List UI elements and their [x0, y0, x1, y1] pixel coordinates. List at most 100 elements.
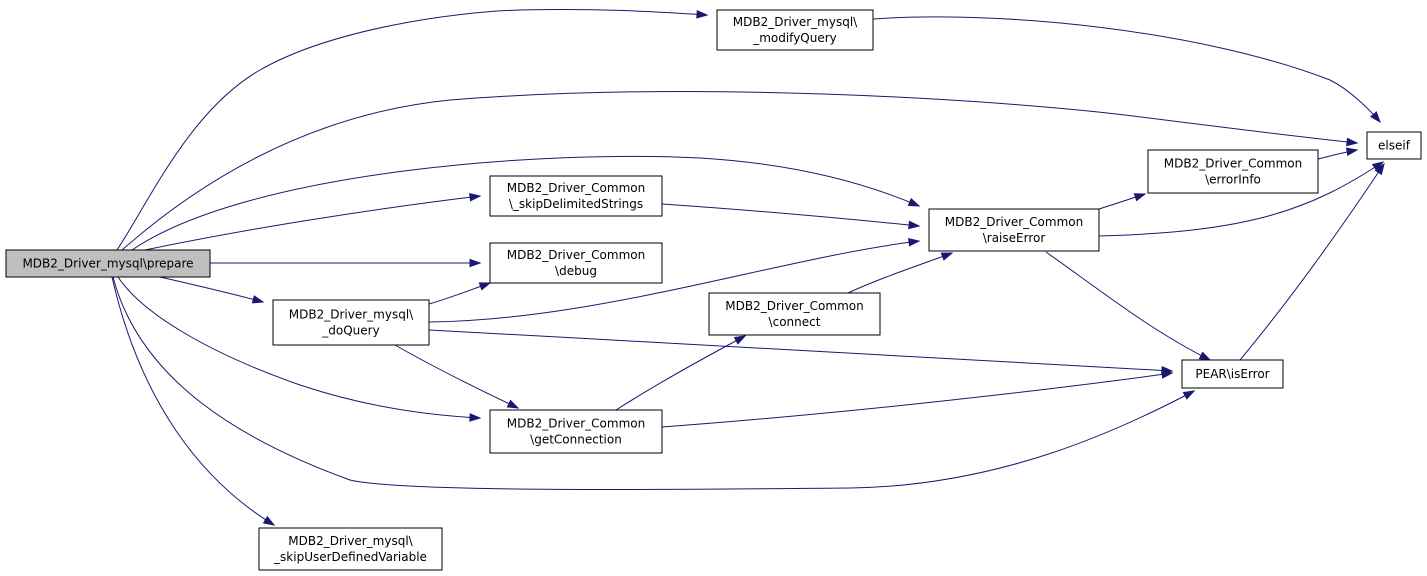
edge-modifyQuery-to-elseif — [872, 16, 1381, 124]
node-box[interactable] — [716, 9, 874, 51]
edge-prepare-to-raiseError — [131, 155, 921, 251]
node-label: PEAR\isError — [1195, 367, 1269, 381]
edge-line — [661, 203, 920, 227]
edge-arrowhead — [908, 220, 921, 230]
node-label: _doQuery — [321, 324, 379, 338]
edge-arrowhead — [1369, 111, 1381, 124]
edge-line — [615, 335, 746, 411]
node-label: MDB2_Driver_Common — [725, 299, 863, 313]
edge-prepare-to-skipDelimitedStrings — [144, 192, 482, 251]
node-doQuery[interactable]: MDB2_Driver_mysql\ _doQuery — [272, 299, 430, 346]
node-errorInfo[interactable]: MDB2_Driver_Common \errorInfo — [1147, 149, 1319, 194]
nodes: MDB2_Driver_mysql\prepareMDB2_Driver_mys… — [5, 9, 1422, 571]
edge-prepare-to-doQuery — [159, 276, 265, 304]
edge-doQuery-to-getConnection — [394, 344, 520, 409]
edge-line — [121, 91, 1358, 251]
edge-prepare-to-debug — [210, 258, 482, 268]
edge-arrowhead — [1133, 193, 1147, 202]
edge-arrowhead — [469, 413, 482, 422]
node-label: \_skipDelimitedStrings — [509, 197, 643, 211]
edge-line — [661, 372, 1173, 428]
node-label: \errorInfo — [1205, 173, 1261, 187]
edges — [111, 8, 1385, 526]
edge-line — [111, 276, 275, 526]
edge-line — [112, 276, 1195, 491]
node-elseif[interactable]: elseif — [1366, 131, 1422, 160]
node-label: MDB2_Driver_mysql\ — [733, 15, 858, 29]
edge-prepare-to-skipUserDefinedVariable — [111, 276, 276, 526]
edge-isError-to-elseif — [1239, 162, 1385, 361]
edge-arrowhead — [262, 515, 276, 526]
node-prepare[interactable]: MDB2_Driver_mysql\prepare — [5, 249, 211, 278]
node-raiseError[interactable]: MDB2_Driver_Common \raiseError — [928, 208, 1100, 252]
edge-connect-to-raiseError — [847, 252, 954, 294]
edge-line — [428, 329, 1173, 372]
edge-line — [1239, 163, 1385, 361]
node-box[interactable] — [1147, 149, 1319, 194]
node-skipDelimitedStrings[interactable]: MDB2_Driver_Common \_skipDelimitedStrings — [489, 175, 663, 217]
edge-arrowhead — [469, 192, 482, 202]
node-label: elseif — [1378, 139, 1411, 153]
edge-skipDelimitedStrings-to-raiseError — [661, 203, 921, 230]
edge-raiseError-to-elseif — [1098, 161, 1385, 237]
node-skipUserDefinedVariable[interactable]: MDB2_Driver_mysql\ _skipUserDefinedVariab… — [258, 527, 443, 571]
node-box[interactable] — [708, 292, 881, 336]
edge-arrowhead — [696, 10, 709, 19]
node-label: MDB2_Driver_Common — [945, 215, 1083, 229]
edge-getConnection-to-connect — [615, 335, 747, 411]
edge-doQuery-to-debug — [428, 282, 492, 305]
node-label: MDB2_Driver_Common — [507, 248, 645, 262]
edge-line — [1045, 251, 1211, 361]
edge-prepare-to-elseif — [121, 91, 1359, 251]
node-box[interactable] — [272, 299, 430, 346]
node-label: MDB2_Driver_mysql\ — [288, 534, 413, 548]
edge-arrowhead — [1345, 147, 1359, 156]
edge-arrowhead — [733, 335, 747, 345]
node-box[interactable] — [1366, 131, 1422, 160]
node-label: \raiseError — [983, 231, 1046, 245]
node-label: \debug — [555, 264, 597, 278]
node-box[interactable] — [489, 409, 663, 454]
edge-arrowhead — [478, 282, 492, 291]
node-modifyQuery[interactable]: MDB2_Driver_mysql\_modifyQuery — [716, 9, 874, 51]
node-label: MDB2_Driver_Common — [507, 417, 645, 431]
node-label: _skipUserDefinedVariable — [273, 550, 427, 564]
node-label: MDB2_Driver_Common — [507, 181, 645, 195]
edge-line — [872, 16, 1381, 123]
node-box[interactable] — [928, 208, 1100, 252]
edge-line — [117, 276, 481, 419]
edge-prepare-to-modifyQuery — [116, 8, 709, 251]
node-connect[interactable]: MDB2_Driver_Common\connect — [708, 292, 881, 336]
edge-line — [144, 195, 481, 251]
node-getConnection[interactable]: MDB2_Driver_Common \getConnection — [489, 409, 663, 454]
edge-getConnection-to-isError — [661, 370, 1174, 428]
node-label: \getConnection — [530, 433, 622, 447]
edge-arrowhead — [251, 295, 265, 304]
edge-raiseError-to-isError — [1045, 251, 1212, 361]
node-label: MDB2_Driver_mysql\ — [289, 308, 414, 322]
edge-arrowhead — [469, 258, 482, 268]
edge-arrowhead — [506, 399, 520, 409]
node-box[interactable] — [258, 527, 443, 571]
node-box[interactable] — [1181, 359, 1284, 389]
edge-line — [159, 276, 264, 303]
edge-raiseError-to-errorInfo — [1098, 193, 1147, 210]
node-debug[interactable]: MDB2_Driver_Common \debug — [489, 242, 663, 284]
edge-prepare-to-isError — [112, 276, 1196, 491]
edge-arrowhead — [940, 252, 954, 261]
edge-prepare-to-getConnection — [117, 276, 482, 422]
edge-arrowhead — [1346, 137, 1359, 147]
edge-arrowhead — [907, 197, 921, 207]
edge-doQuery-to-isError — [428, 329, 1174, 375]
edge-line — [1098, 161, 1384, 237]
node-label: MDB2_Driver_Common — [1164, 157, 1302, 171]
edge-line — [116, 8, 708, 251]
node-box[interactable] — [489, 242, 663, 284]
edge-arrowhead — [1182, 390, 1196, 400]
edge-line — [394, 344, 519, 409]
edge-arrowhead — [908, 237, 921, 247]
node-box[interactable] — [489, 175, 663, 217]
node-box[interactable] — [5, 249, 211, 278]
node-isError[interactable]: PEAR\isError — [1181, 359, 1284, 389]
